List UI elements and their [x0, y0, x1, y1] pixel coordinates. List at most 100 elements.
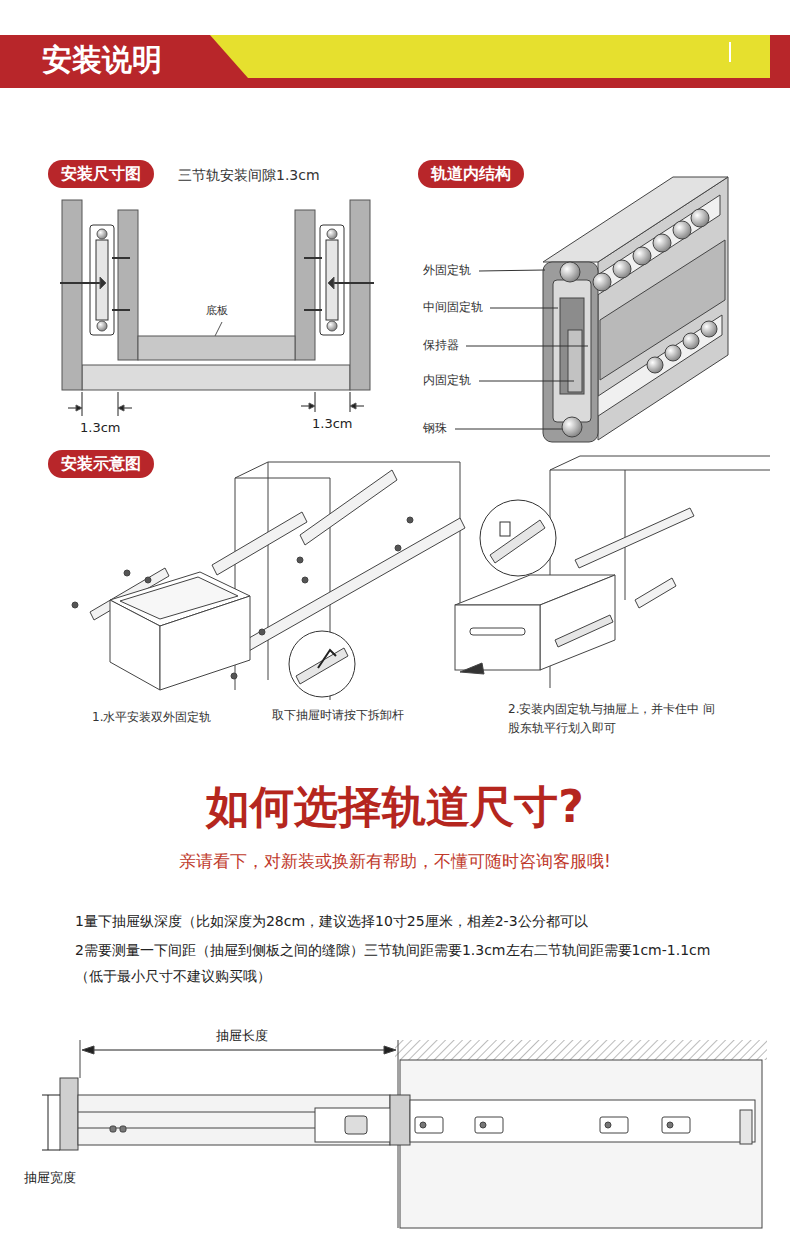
- rail-size-drawing: [42, 1040, 767, 1228]
- install-schematic-part: [212, 512, 307, 575]
- install-size-drawing-part: [328, 277, 334, 289]
- header-band-part: [210, 35, 770, 78]
- install-schematic-part-part: [297, 557, 303, 563]
- install-size-drawing: [60, 200, 374, 416]
- install-size-drawing-part: [118, 210, 138, 360]
- rail-cross-section-part: [568, 330, 582, 392]
- part-label: 中间固定轨: [423, 300, 483, 316]
- rail-cross-section-part: [683, 333, 699, 349]
- rail-size-drawing-part-part: [420, 1122, 426, 1128]
- install-schematic-part: [235, 462, 460, 690]
- install-schematic-part: [490, 520, 545, 563]
- dimension-label: 1.3cm: [80, 420, 121, 437]
- badge-text: 安装示意图: [61, 453, 141, 475]
- install-size-drawing-part: [60, 282, 100, 284]
- install-schematic-part-part: [407, 517, 413, 523]
- rail-cross-section-part: [593, 273, 611, 291]
- rail-size-drawing-part: [400, 1060, 762, 1228]
- rail-size-drawing-part: [390, 1095, 410, 1145]
- part-label: 外固定轨: [423, 263, 471, 279]
- section-heading: 如何选择轨道尺寸?: [0, 778, 790, 835]
- rail-size-drawing-part: [395, 1040, 767, 1060]
- install-schematic-part: [540, 575, 615, 670]
- rail-cross-section: [455, 177, 728, 442]
- install-schematic-part: [480, 500, 556, 576]
- install-size-drawing-part: [315, 392, 316, 412]
- install-size-drawing-part: [100, 277, 106, 289]
- rail-cross-section-part: [562, 417, 582, 437]
- install-schematic-part: [110, 600, 160, 690]
- step-note: 2.安装内固定轨与抽屉上，并卡住中 间股东轨平行划入即可: [508, 700, 726, 738]
- install-schematic-part-part: [302, 577, 308, 583]
- rail-size-drawing-part: [94, 1050, 384, 1051]
- install-schematic-part: [160, 596, 250, 690]
- install-size-drawing-part: [76, 405, 82, 411]
- page-title: 安装说明: [42, 40, 162, 79]
- header-band: [0, 35, 790, 88]
- badge-text: 轨道内结构: [431, 163, 511, 185]
- install-schematic-part: [625, 470, 626, 600]
- install-schematic-part: [575, 508, 694, 568]
- part-label: 底板: [206, 304, 228, 318]
- rail-size-drawing-part: [42, 1150, 60, 1151]
- install-schematic-part: [550, 470, 770, 471]
- rail-cross-section-part: [479, 381, 574, 382]
- install-schematic-part: [300, 470, 397, 545]
- rail-cross-section-part: [673, 221, 691, 239]
- rail-cross-section-part: [560, 262, 580, 282]
- install-size-drawing-part: [350, 392, 351, 412]
- install-size-drawing-part: [112, 309, 130, 311]
- install-schematic-part-part: [124, 570, 130, 576]
- rail-size-drawing-part: [80, 1040, 81, 1078]
- install-size-drawing-part: [138, 336, 295, 360]
- rail-cross-section-part: [653, 234, 671, 252]
- section-badge: 安装示意图: [48, 450, 154, 478]
- step-note: 1.水平安装双外固定轨: [92, 710, 211, 726]
- install-size-drawing-part: [350, 403, 356, 409]
- sub-heading: 亲请看下，对新装或换新有帮助，不懂可随时咨询客服哦!: [0, 850, 790, 872]
- rail-cross-section-part: [466, 346, 588, 347]
- install-size-drawing-part: [309, 403, 315, 409]
- rail-size-drawing-part-part: [605, 1122, 611, 1128]
- dimension-label: 1.3cm: [312, 416, 353, 433]
- rail-cross-section-part: [701, 321, 717, 337]
- install-schematic-part: [228, 518, 465, 660]
- install-schematic-part: [555, 615, 613, 647]
- header-band-part: [0, 35, 790, 88]
- install-schematic-part: [289, 631, 355, 697]
- rail-size-drawing-part: [110, 1126, 116, 1132]
- part-label: 钢珠: [423, 421, 447, 437]
- install-schematic-part: [268, 462, 269, 680]
- install-size-drawing-part: [97, 229, 107, 239]
- rail-size-drawing-part-part: [662, 1117, 690, 1133]
- install-size-drawing-part: [118, 392, 119, 416]
- install-schematic-part: [455, 605, 540, 670]
- rail-size-drawing-part: [82, 1046, 94, 1054]
- rail-cross-section-part: [633, 247, 651, 265]
- guide-text: 1量下抽屉纵深度（比如深度为28cm，建议选择10寸25厘米，相差2-3公分都可…: [75, 912, 588, 930]
- badge-text: 安装尺寸图: [61, 163, 141, 185]
- install-size-drawing-part: [327, 321, 337, 331]
- rail-cross-section-part: [613, 260, 631, 278]
- rail-size-drawing-part: [42, 1095, 60, 1096]
- dimension-label: 抽屉长度: [216, 1028, 268, 1045]
- install-size-drawing-part: [327, 229, 337, 239]
- install-schematic-part: [550, 456, 770, 470]
- install-size-drawing-part: [304, 257, 322, 259]
- install-size-drawing-part: [90, 225, 114, 335]
- section-badge: 轨道内结构: [418, 160, 524, 188]
- install-size-drawing-part: [320, 225, 344, 335]
- rail-cross-section-part: [647, 357, 663, 373]
- install-size-drawing-part: [215, 322, 222, 336]
- install-schematic-part-part: [145, 577, 151, 583]
- install-size-drawing-part: [82, 365, 350, 390]
- rail-cross-section-part: [490, 308, 558, 309]
- install-schematic-part-part: [72, 602, 78, 608]
- part-label: 内固定轨: [423, 373, 471, 389]
- header-band-part: [729, 42, 731, 62]
- install-schematic-part-part: [259, 629, 265, 635]
- rail-size-drawing-part: [345, 1116, 367, 1134]
- rail-size-drawing-part: [120, 1126, 126, 1132]
